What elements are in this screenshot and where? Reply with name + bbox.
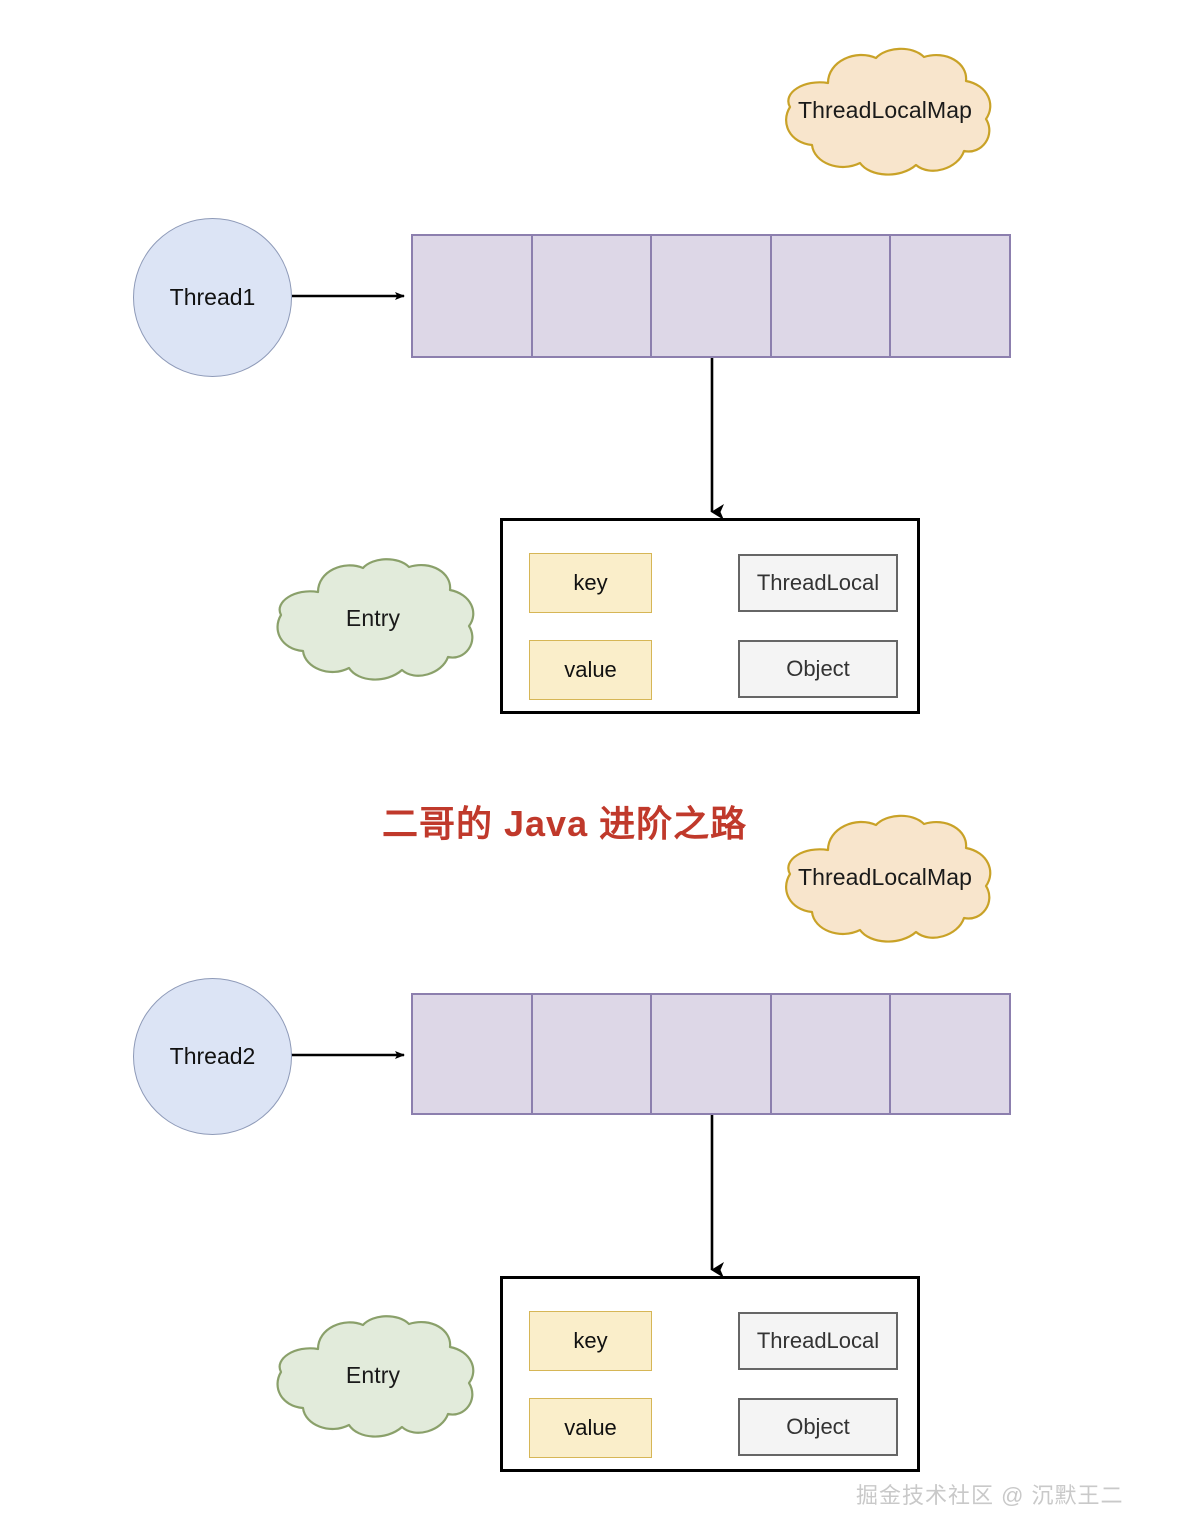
array-cell[interactable]	[413, 995, 533, 1113]
entry-value-box-2[interactable]: value	[529, 1398, 652, 1458]
threadlocal-label: ThreadLocal	[756, 570, 880, 595]
entry-key-box-1[interactable]: key	[529, 553, 652, 613]
object-label: Object	[786, 656, 850, 681]
object-label: Object	[786, 1414, 850, 1439]
thread2-label: Thread2	[169, 1043, 256, 1069]
array-cell[interactable]	[772, 236, 892, 356]
threadlocal-box-1[interactable]: ThreadLocal	[738, 554, 898, 612]
array-cell[interactable]	[891, 236, 1009, 356]
array-cell[interactable]	[772, 995, 892, 1113]
threadlocal-box-2[interactable]: ThreadLocal	[738, 1312, 898, 1370]
entry-cloud-2: Entry	[262, 1313, 484, 1441]
watermark: 掘金技术社区 @ 沉默王二	[856, 1483, 1124, 1508]
array-cell[interactable]	[652, 236, 772, 356]
thread2-node[interactable]: Thread2	[133, 978, 292, 1135]
threadlocalmap-array-1	[411, 234, 1011, 358]
entry-key-label: key	[573, 570, 608, 595]
array-cell[interactable]	[891, 995, 1009, 1113]
object-box-2[interactable]: Object	[738, 1398, 898, 1456]
array-cell[interactable]	[533, 236, 653, 356]
entry-value-box-1[interactable]: value	[529, 640, 652, 700]
array-cell[interactable]	[413, 236, 533, 356]
entry-panel-2: key value ThreadLocal Object	[500, 1276, 920, 1472]
threadlocalmap-cloud-1: ThreadLocalMap	[770, 45, 1000, 180]
entry-key-box-2[interactable]: key	[529, 1311, 652, 1371]
entry-value-label: value	[564, 657, 617, 682]
entry-cloud-1: Entry	[262, 556, 484, 684]
threadlocalmap-array-2	[411, 993, 1011, 1115]
entry-panel-1: key value ThreadLocal Object	[500, 518, 920, 714]
object-box-1[interactable]: Object	[738, 640, 898, 698]
threadlocalmap-cloud-2: ThreadLocalMap	[770, 812, 1000, 947]
threadlocal-label: ThreadLocal	[756, 1328, 880, 1353]
array-cell[interactable]	[652, 995, 772, 1113]
brand-title: 二哥的 Java 进阶之路	[382, 803, 748, 844]
entry-key-label: key	[573, 1328, 608, 1353]
thread1-node[interactable]: Thread1	[133, 218, 292, 377]
thread1-label: Thread1	[169, 284, 256, 310]
array-cell[interactable]	[533, 995, 653, 1113]
entry-value-label: value	[564, 1415, 617, 1440]
